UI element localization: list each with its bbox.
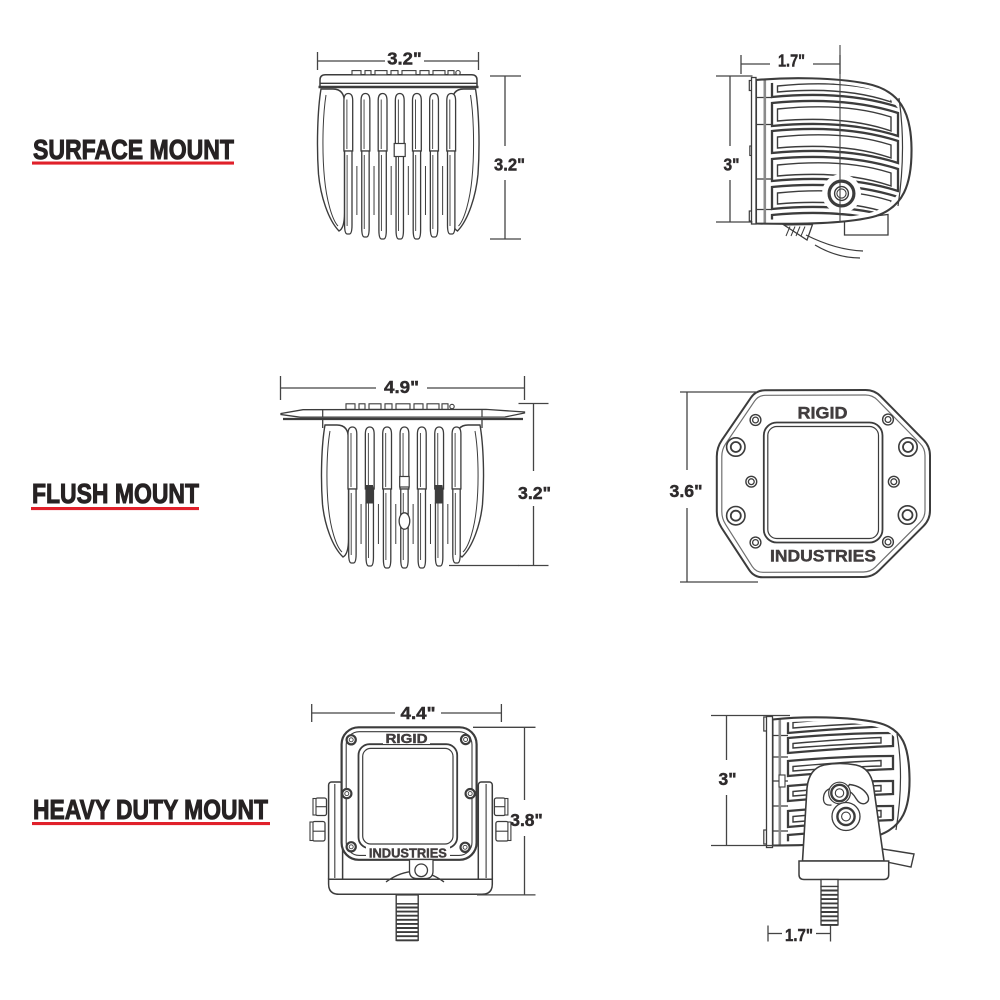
svg-text:3": 3" [724, 155, 740, 175]
svg-text:3.6": 3.6" [670, 481, 703, 501]
svg-text:3": 3" [719, 769, 737, 789]
svg-text:INDUSTRIES: INDUSTRIES [369, 846, 447, 861]
svg-text:3.2": 3.2" [494, 155, 525, 175]
svg-text:4.9": 4.9" [384, 377, 419, 397]
svg-text:SURFACE MOUNT: SURFACE MOUNT [33, 134, 234, 165]
svg-text:RIGID: RIGID [798, 404, 848, 423]
svg-text:INDUSTRIES: INDUSTRIES [770, 547, 876, 566]
svg-text:1.7": 1.7" [778, 51, 805, 71]
svg-text:3.2": 3.2" [518, 483, 551, 503]
svg-text:3.8": 3.8" [510, 810, 543, 830]
svg-text:HEAVY DUTY MOUNT: HEAVY DUTY MOUNT [33, 794, 268, 825]
svg-text:1.7": 1.7" [785, 925, 813, 945]
svg-text:RIGID: RIGID [386, 731, 428, 746]
svg-text:3.2": 3.2" [387, 49, 422, 69]
svg-text:4.4": 4.4" [401, 703, 436, 723]
svg-text:FLUSH MOUNT: FLUSH MOUNT [32, 478, 199, 509]
